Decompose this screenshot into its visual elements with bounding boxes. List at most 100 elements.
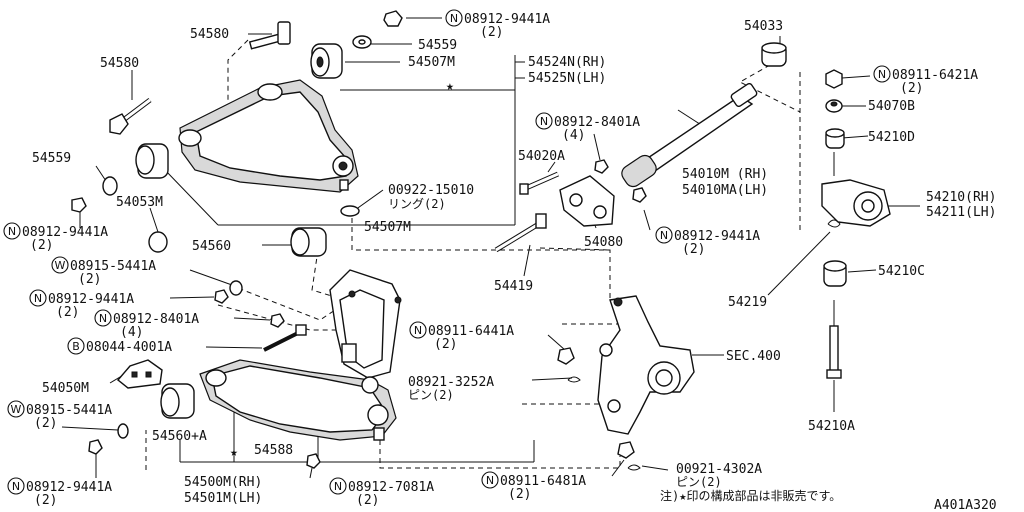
footnote: 注)★印の構成部品は非販売です。 [660,488,841,503]
nut-left-icon [71,197,87,213]
callout-54525n: 54525N(LH) [528,71,606,86]
callout-qty: (2) [56,305,79,320]
callout-54210d: 54210D [868,130,915,145]
nut-prefix-mark: N [540,115,548,128]
nut-08912-right-icon [632,187,647,203]
nut-08912-8401-left-icon [270,313,285,328]
nut-prefix-mark: N [450,12,458,25]
washer-08915-top-icon [229,280,243,296]
callout-qty: (2) [78,272,101,287]
callout-54210-rh: 54210(RH) [926,190,996,205]
bolt-54020a-icon [519,171,560,195]
callout-54588: 54588 [254,443,293,458]
callout-08921-3252a: 08921-3252A [408,375,494,390]
washer-prefix-mark: W [55,259,66,272]
upper-control-arm-icon [178,79,359,193]
nut-prefix-mark: N [99,312,107,325]
callout-54507m-bottom: 54507M [364,220,411,235]
callout-qty: (2) [480,25,503,40]
callout-54219: 54219 [728,295,767,310]
ring-00922-icon [340,205,360,217]
callout-54050m: 54050M [42,381,89,396]
callout-54070b: 54070B [868,99,915,114]
callout-08911-6421a: 08911-6421A [892,68,978,83]
nut-prefix-mark: N [12,480,20,493]
callout-54080: 54080 [584,235,623,250]
callout-54524n: 54524N(RH) [528,55,606,70]
callout-qty: (4) [120,325,143,340]
callout-54053m: 54053M [116,195,163,210]
nut-08912-bottom-icon [88,439,103,455]
callout-08912-8401a-left: 08912-8401A [113,312,199,327]
prefix-marks: N N W N N B W N N N N N N N [3,9,891,495]
callout-qty: (2) [34,493,57,508]
bushing-54210d-icon [825,128,845,149]
callout-labels: 54580 08912-9441A (2) 54559 54580 54507M… [22,12,997,512]
callout-08915-5441a-bottom: 08915-5441A [26,403,112,418]
callout-54210a: 54210A [808,419,855,434]
nut-08911-6421-icon [825,69,843,89]
callout-54020a: 54020A [518,149,565,164]
cap-54053m-icon [148,231,168,253]
callout-54501m: 54501M(LH) [184,491,262,506]
diagram-id: A401A320 [934,498,997,512]
bushing-54507m-top-icon [310,43,343,79]
callout-54419: 54419 [494,279,533,294]
callout-54211-lh: 54211(LH) [926,205,996,220]
callout-qty: (2) [30,238,53,253]
washer-54070b-icon [825,99,843,113]
bracket-54050m-icon [116,359,163,389]
callout-qty: (2) [900,81,923,96]
nut-08911-6441-icon [557,347,575,365]
callout-08912-9441a-top: 08912-9441A [464,12,550,27]
callout-54560: 54560 [192,239,231,254]
nut-prefix-mark: N [8,225,16,238]
callout-qty: (2) [34,416,57,431]
callout-54559-top: 54559 [418,38,457,53]
callout-qty: (2) [356,493,379,508]
washer-08915-bottom-icon [117,423,129,439]
callout-54580-top: 54580 [190,27,229,42]
callout-00921-4302a: 00921-4302A [676,462,762,477]
callout-08912-9441a-left: 08912-9441A [22,225,108,240]
nut-08912-7081-icon [306,453,321,469]
nut-top-icon [383,10,403,27]
nut-prefix-mark: N [486,474,494,487]
pin-00921-icon [627,464,641,471]
callout-54033: 54033 [744,19,783,34]
callout-54010m: 54010M (RH) [682,167,768,182]
star-mark: ★ [230,445,238,460]
callout-08911-6481a: 08911-6481A [500,474,586,489]
nut-prefix-mark: N [334,480,342,493]
nut-prefix-mark: N [414,324,422,337]
bushing-54560a-icon [160,383,195,419]
callout-08912-7081a: 08912-7081A [348,480,434,495]
callout-54507m-top: 54507M [408,55,455,70]
clip-54219-icon [827,219,841,228]
washer-54559-top-icon [352,35,372,49]
callout-qty: (2) [508,487,531,502]
bolt-54419-icon [494,213,547,253]
callout-08911-6441a: 08911-6441A [428,324,514,339]
bushing-54507m-left-icon [135,143,169,179]
bracket-54080-icon [559,175,615,227]
callout-sec400: SEC.400 [726,349,781,364]
callout-ring-sub: リング(2) [388,197,446,211]
callout-qty: (2) [434,337,457,352]
callout-08044-4001a: 08044-4001A [86,340,172,355]
washer-54559-left-icon [102,176,118,196]
callout-08915-5441a-top: 08915-5441A [70,259,156,274]
callout-qty: (2) [682,242,705,257]
nut-prefix-mark: N [660,229,668,242]
callout-08912-9441a-mid: 08912-9441A [48,292,134,307]
bolt-08044-icon [263,324,307,352]
pin-08921-icon [567,376,581,383]
callout-54210c: 54210C [878,264,925,279]
callout-pin-sub: ピン(2) [676,475,722,489]
stabilizer-link-bracket-icon [821,179,891,227]
bushing-54210c-icon [823,260,847,287]
nut-08911-6481-icon [617,441,635,459]
callout-pin-sub: ピン(2) [408,388,454,402]
nut-prefix-mark: N [34,292,42,305]
bushing-54560-icon [290,227,327,257]
